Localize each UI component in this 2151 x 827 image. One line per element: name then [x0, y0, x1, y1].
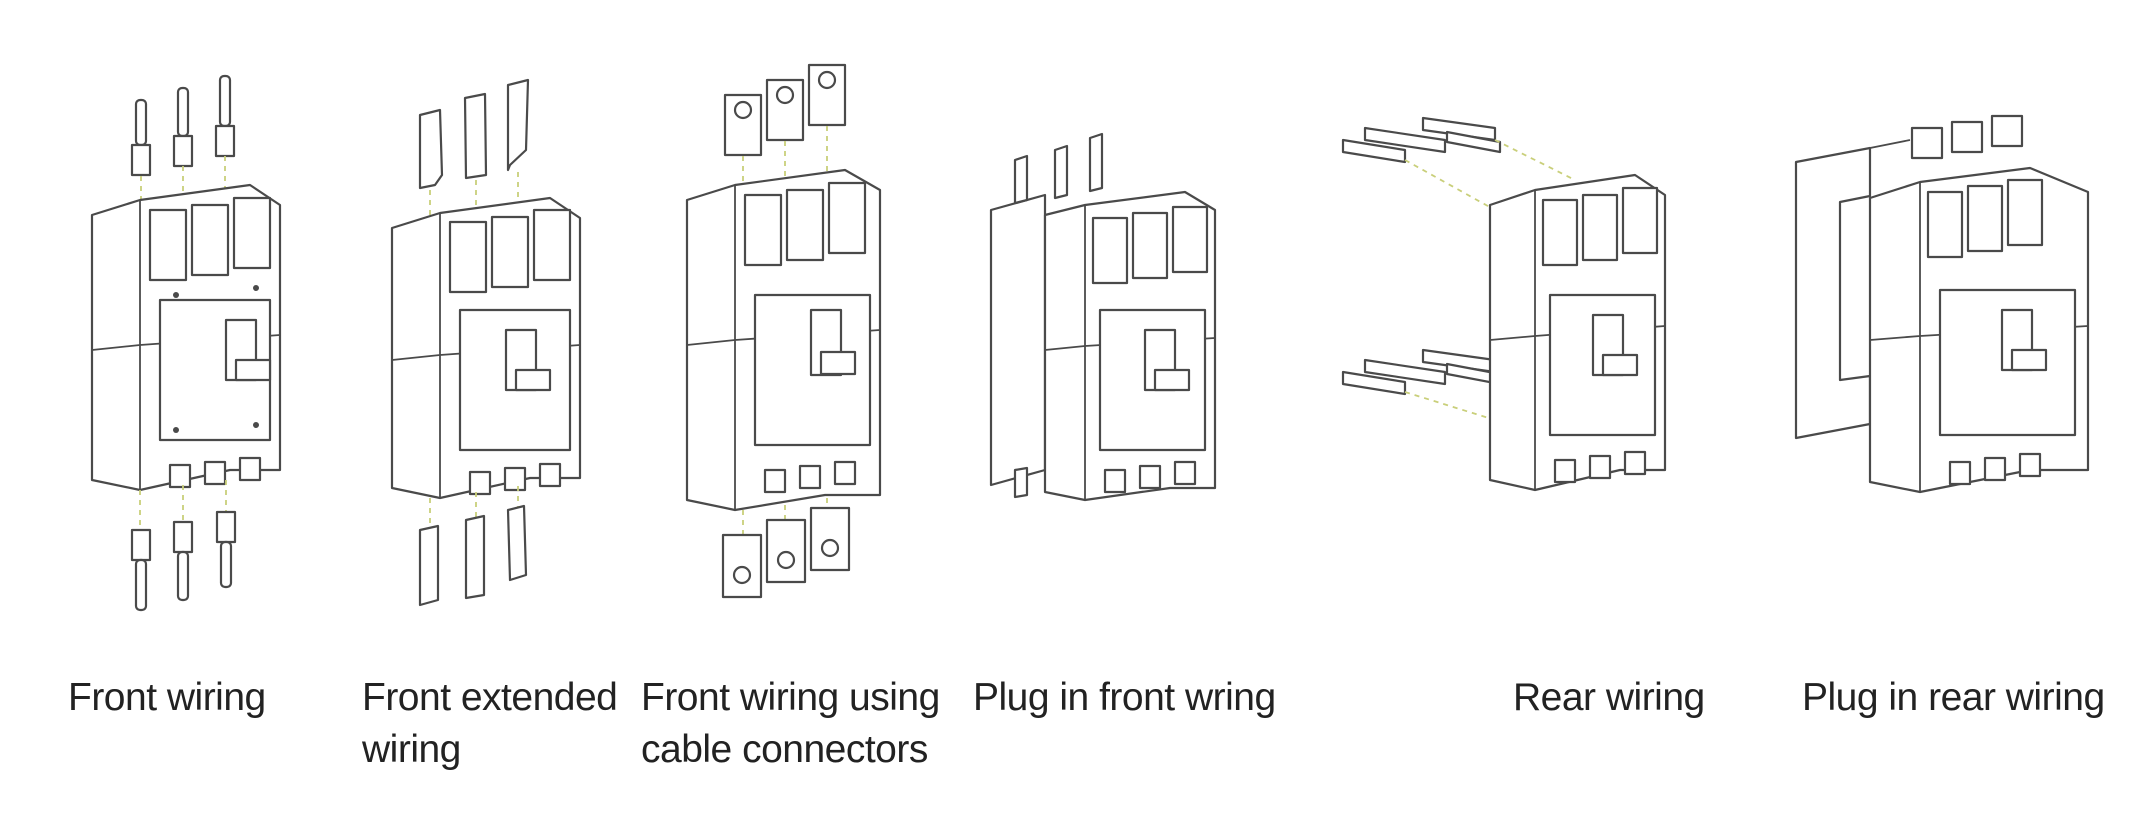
breaker-front-extended-illustration [390, 78, 582, 607]
bottom-busbars [418, 486, 528, 607]
caption-front-wiring-cable-connectors: Front wiring using cable connectors [641, 676, 940, 771]
caption-plug-in-front-wiring: Plug in front wring [973, 676, 1276, 719]
plug-base [989, 132, 1104, 499]
bottom-connectors [721, 498, 851, 599]
panel-front-wiring: Front wiring [68, 0, 310, 827]
caption-front-extended-wiring: Front extended wiring [362, 676, 618, 771]
caption-front-wiring: Front wiring [68, 676, 266, 719]
top-cables [130, 74, 236, 212]
panel-rear-wiring: Rear wiring [1335, 0, 1705, 827]
breaker-body [685, 168, 882, 512]
breaker-front-wiring-illustration [90, 74, 282, 612]
plug-frame [1794, 114, 2024, 440]
bottom-cables [130, 480, 237, 612]
breaker-body [1868, 166, 2090, 494]
top-rear-studs [1341, 116, 1576, 211]
panel-plug-in-front-wiring: Plug in front wring [973, 0, 1276, 827]
breaker-body [1488, 173, 1667, 492]
breaker-body [390, 196, 582, 500]
caption-plug-in-rear-wiring: Plug in rear wiring [1802, 676, 2105, 719]
breaker-rear-wiring-illustration [1341, 116, 1667, 492]
breaker-plug-in-front-illustration [989, 132, 1217, 502]
breaker-body [90, 183, 282, 492]
top-connectors [723, 63, 847, 195]
breaker-body [1043, 190, 1217, 502]
panel-front-extended-wiring: Front extended wiring [362, 0, 618, 827]
caption-rear-wiring: Rear wiring [1513, 676, 1705, 719]
top-busbars [418, 78, 530, 225]
panel-plug-in-rear-wiring: Plug in rear wiring [1790, 0, 2110, 827]
breaker-plug-in-rear-illustration [1794, 114, 2090, 494]
panel-front-wiring-cable-connectors: Front wiring using cable connectors [641, 0, 940, 827]
breaker-cable-connectors-illustration [685, 63, 882, 599]
